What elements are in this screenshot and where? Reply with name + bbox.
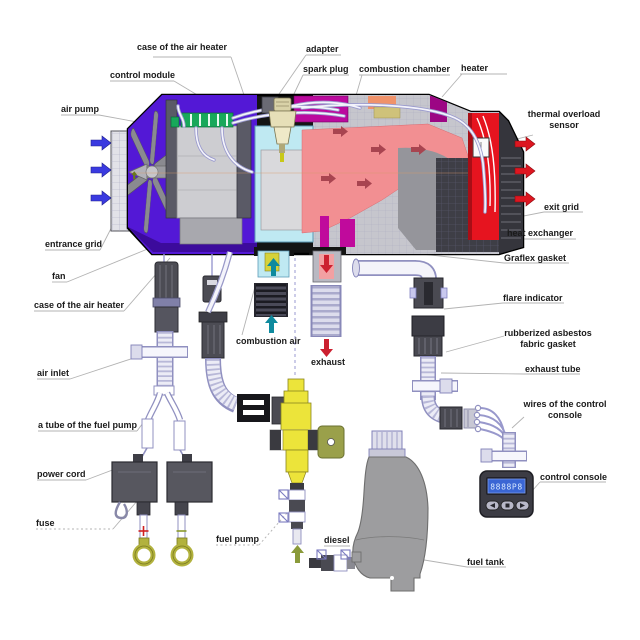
label-rubberized-gasket: rubberized asbestos fabric gasket [504, 328, 592, 349]
label-entrance-grid: entrance grid [45, 239, 103, 249]
label-adapter: adapter [306, 44, 339, 54]
label-fuel-pump: fuel pump [216, 534, 259, 544]
fuel-tank-art [351, 430, 429, 592]
label-heat-exchanger: heat exchanger [507, 228, 574, 238]
inlet-connector-b [198, 251, 240, 413]
exhaust-port [309, 247, 346, 283]
graflex-gasket-seal [320, 216, 329, 247]
fuse-art [132, 514, 194, 567]
fuel-pump-tube-assembly [138, 385, 188, 463]
label-power-cord: power cord [37, 469, 86, 479]
air-inlet-assembly [130, 254, 188, 392]
exhaust-assembly [352, 258, 478, 430]
label-control-wires: wires of the control console [523, 399, 607, 420]
label-spark-plug: spark plug [303, 64, 349, 74]
label-flare-indicator: flare indicator [503, 293, 563, 303]
label-case-of-air-heater-left: case of the air heater [34, 300, 125, 310]
diesel-filter [309, 549, 365, 572]
label-control-console: control console [540, 472, 608, 482]
console-lcd-text: 8888P8 [490, 483, 523, 492]
label-air-inlet: air inlet [37, 368, 70, 378]
label-thermal-overload-sensor: thermal overload sensor [527, 109, 601, 130]
label-air-pump: air pump [61, 104, 100, 114]
control-console-wires [473, 404, 527, 468]
label-combustion-air: combustion air [236, 336, 301, 346]
console-buttons[interactable] [485, 500, 530, 511]
label-fan: fan [52, 271, 66, 281]
combustion-air-arrow [265, 315, 278, 333]
label-combustion-chamber: combustion chamber [359, 64, 451, 74]
label-control-module: control module [110, 70, 175, 80]
heater-unit [110, 93, 525, 256]
label-exit-grid: exit grid [544, 202, 580, 212]
label-fuel-pump-tube: a tube of the fuel pump [38, 420, 137, 430]
label-fuel-tank: fuel tank [467, 557, 505, 567]
label-heater: heater [461, 63, 489, 73]
label-graflex-gasket: Graflex gasket [504, 253, 567, 263]
spark-plug-art [268, 97, 297, 153]
lcd-screen [487, 478, 526, 494]
label-fuse: fuse [36, 518, 55, 528]
rubberized-gasket-part [411, 315, 445, 357]
label-case-of-air-heater-top: case of the air heater [137, 42, 228, 52]
entrance-grid [110, 130, 130, 232]
control-console-art: 8888P8 [479, 470, 534, 518]
exhaust-arrow [320, 339, 333, 357]
fuel-flow-arrow [291, 545, 304, 563]
intake-air-arrows [90, 135, 112, 206]
label-exhaust-tube: exhaust tube [525, 364, 581, 374]
power-cord-art [111, 454, 213, 520]
combustion-air-port [254, 247, 294, 278]
motor-body [176, 125, 238, 219]
label-diesel: diesel [324, 535, 350, 545]
fuel-pump-art [131, 171, 345, 563]
label-exhaust: exhaust [311, 357, 346, 367]
flare-indicator-part [409, 277, 448, 309]
